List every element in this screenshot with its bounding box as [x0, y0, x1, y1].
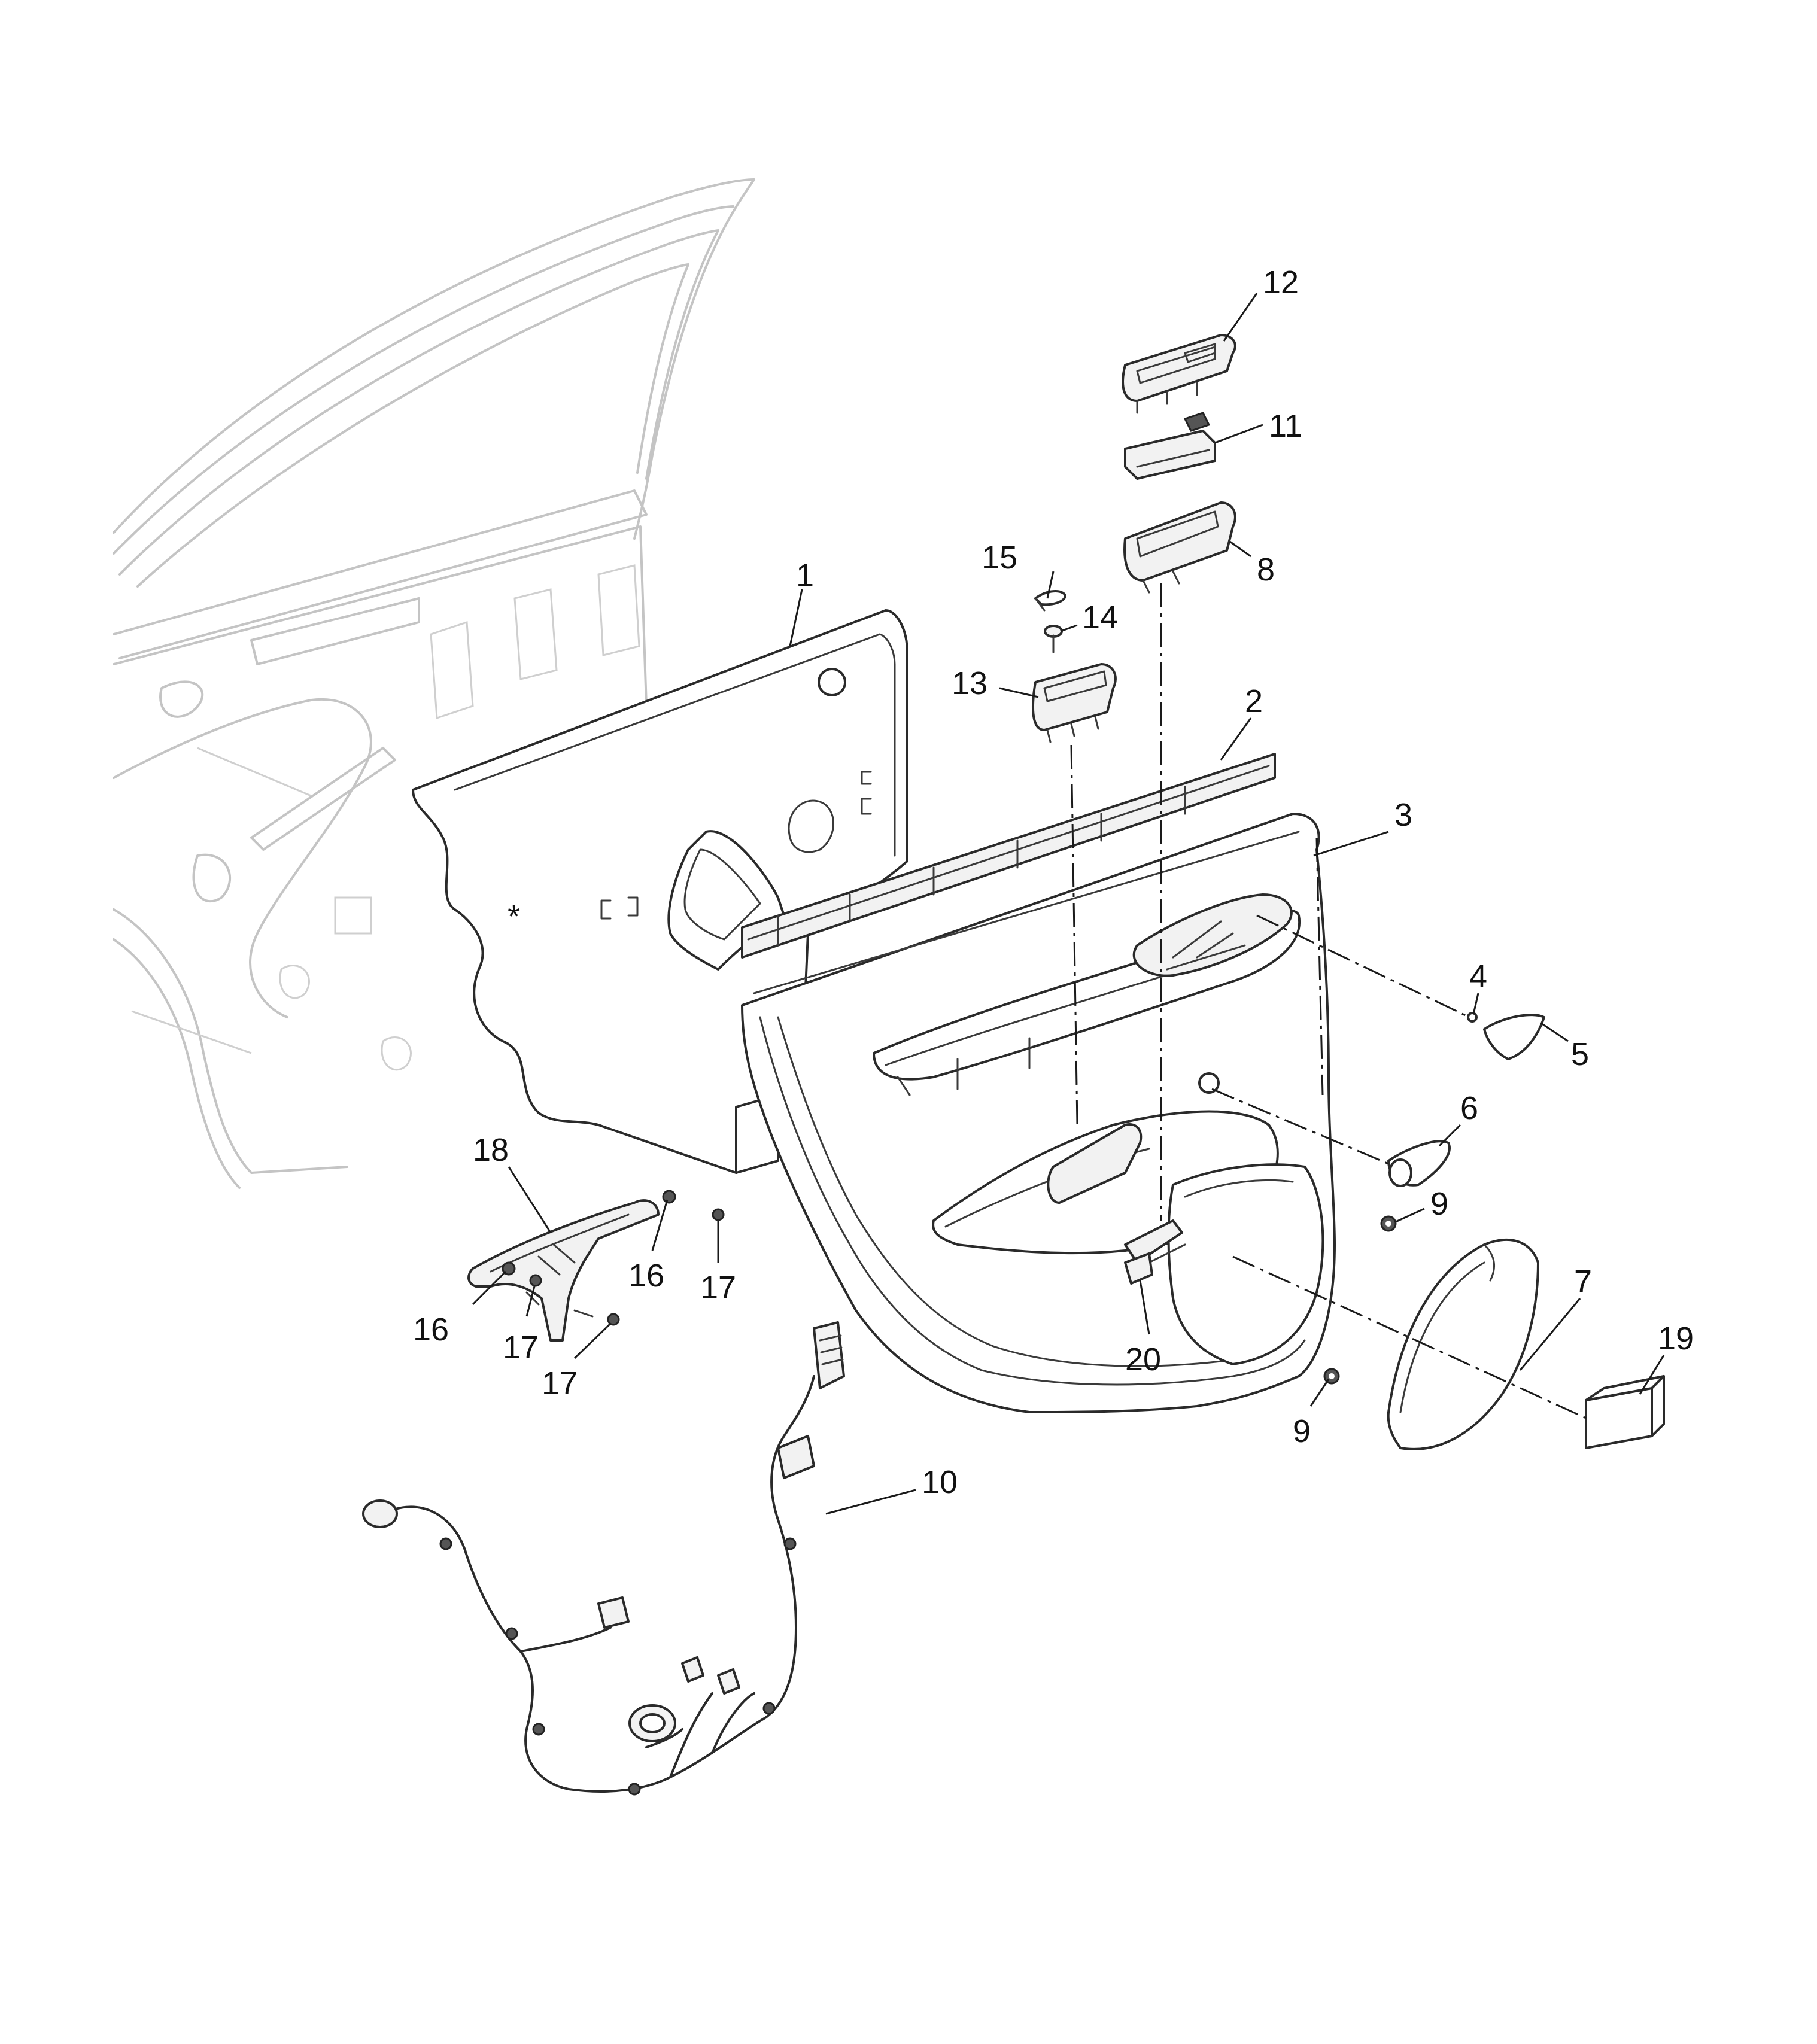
- wiring-harness-part-10: [362, 1321, 845, 1796]
- callout-3: 3: [1394, 797, 1412, 833]
- callout-15: 15: [982, 540, 1017, 576]
- callout-12: 12: [1263, 264, 1299, 300]
- bolt-part-17-bottom: [573, 1309, 620, 1326]
- callout-8: 8: [1257, 552, 1275, 588]
- switch-bezel-part-12: [1122, 334, 1236, 414]
- callout-labels: 12 11 15 14 8 1 13 2 3 4 5 6 9 18 16 16 …: [413, 264, 1694, 1500]
- callout-17-bottom: 17: [542, 1365, 578, 1401]
- vehicle-door-frame-ghost: [113, 178, 755, 1189]
- assembly-lines: [1070, 583, 1587, 1419]
- clip-part-15: [1034, 590, 1066, 612]
- callout-4: 4: [1469, 959, 1487, 994]
- cover-part-5: [1483, 1014, 1545, 1060]
- nut-part-9-upper: [1380, 1215, 1397, 1232]
- bolt-part-17-top: [712, 1208, 725, 1221]
- callout-14: 14: [1082, 600, 1118, 635]
- light-lens-part-6: [1387, 1140, 1451, 1187]
- screw-part-14: [1044, 625, 1063, 653]
- screw-part-4: [1467, 1012, 1478, 1023]
- switch-bezel-part-13: [1031, 663, 1117, 743]
- speaker-grille-part-7: [1387, 1239, 1539, 1450]
- callout-16-left: 16: [413, 1312, 449, 1348]
- window-switch-part-11: [1124, 412, 1216, 480]
- callout-16-right: 16: [628, 1258, 664, 1294]
- callout-7: 7: [1574, 1264, 1592, 1300]
- callout-1: 1: [796, 558, 814, 594]
- note-mark: *: [508, 899, 520, 935]
- callout-19: 19: [1658, 1321, 1694, 1356]
- sealing-strip-part-2: [741, 753, 1276, 959]
- callout-10: 10: [922, 1464, 958, 1500]
- callout-11: 11: [1269, 408, 1302, 444]
- switch-housing-part-8: [1123, 501, 1236, 594]
- callout-17-middle: 17: [503, 1330, 539, 1365]
- callout-5: 5: [1571, 1036, 1589, 1072]
- callout-20: 20: [1125, 1342, 1161, 1377]
- leader-lines: [472, 293, 1665, 1515]
- callout-9-lower: 9: [1293, 1413, 1311, 1449]
- callout-13: 13: [952, 665, 988, 701]
- callout-18: 18: [473, 1132, 509, 1168]
- clip-part-20: [1124, 1252, 1153, 1285]
- foam-block-part-19: [1585, 1375, 1665, 1449]
- callout-6: 6: [1460, 1090, 1478, 1126]
- door-trim-panel-part-3: [741, 813, 1336, 1413]
- callout-17-right: 17: [700, 1270, 736, 1306]
- callout-9-upper: 9: [1430, 1186, 1448, 1222]
- bolt-part-17-middle: [525, 1274, 542, 1306]
- callout-2: 2: [1245, 683, 1263, 719]
- nut-part-16-right: [662, 1190, 676, 1204]
